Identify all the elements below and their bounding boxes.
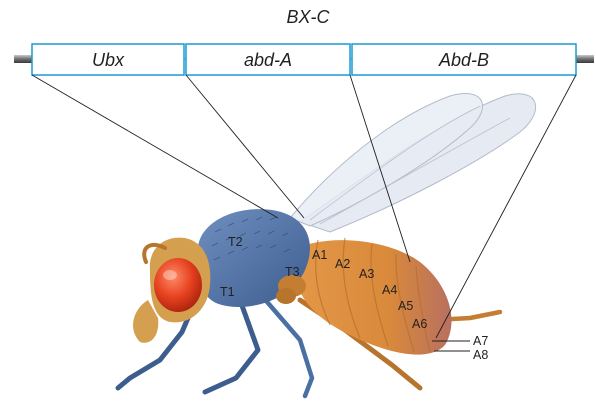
segment-label-a4: A4 xyxy=(382,283,397,297)
gene-label-abd-a: abd-A xyxy=(244,50,292,70)
chromosome-left-stub xyxy=(14,55,32,63)
segment-label-a7: A7 xyxy=(473,334,488,348)
cluster-title: BX-C xyxy=(286,7,330,27)
segment-label-t3: T3 xyxy=(285,265,300,279)
segment-label-a8: A8 xyxy=(473,348,488,362)
gene-box-abd-b: Abd-B xyxy=(352,44,576,75)
segment-label-t1: T1 xyxy=(220,285,235,299)
gene-box-abd-a: abd-A xyxy=(186,44,350,75)
segment-label-t2: T2 xyxy=(228,235,243,249)
chromosome-right-stub xyxy=(576,55,594,63)
segment-label-a3: A3 xyxy=(359,267,374,281)
leg-mid-far xyxy=(262,296,312,396)
gene-label-abd-b: Abd-B xyxy=(438,50,489,70)
segment-label-a1: A1 xyxy=(312,248,327,262)
segment-label-a2: A2 xyxy=(335,257,350,271)
gene-box-ubx: Ubx xyxy=(32,44,184,75)
gene-label-ubx: Ubx xyxy=(92,50,125,70)
compound-eye xyxy=(154,258,202,312)
segment-label-a5: A5 xyxy=(398,299,413,313)
segment-label-a6: A6 xyxy=(412,317,427,331)
leg-mid xyxy=(205,300,258,392)
